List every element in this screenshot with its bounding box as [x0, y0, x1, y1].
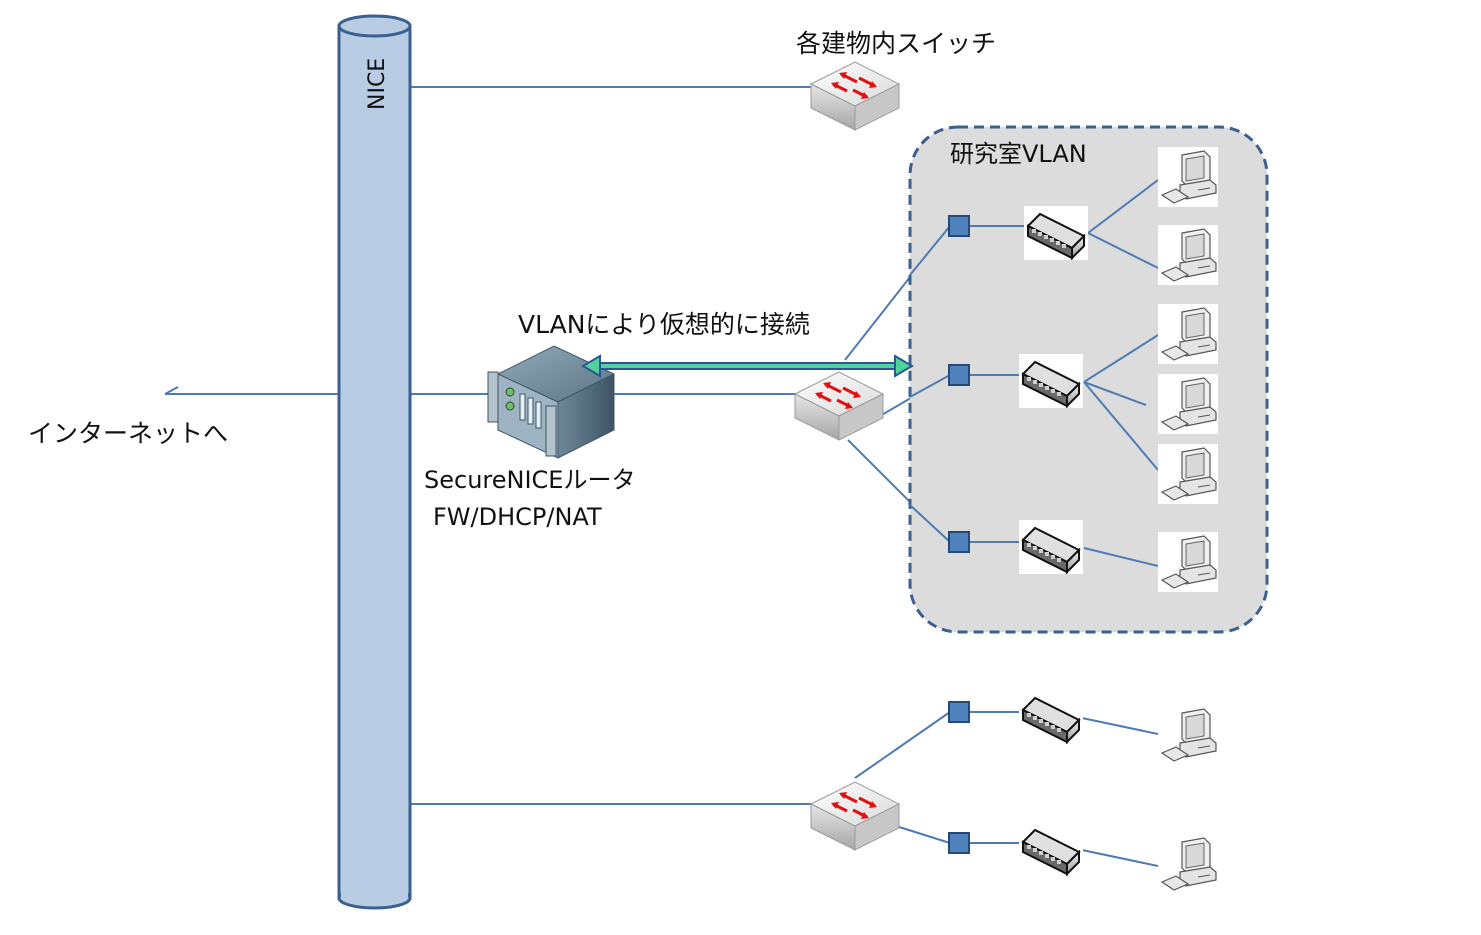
pc-icon[interactable]: [1157, 303, 1219, 365]
vlan-port-other-1[interactable]: [948, 701, 970, 723]
vlan-port-lab-3[interactable]: [948, 531, 970, 553]
pc-icon[interactable]: [1157, 443, 1219, 505]
securenice-router-icon[interactable]: [487, 345, 616, 459]
backbone-label: NICE: [365, 58, 390, 110]
vlan-port-lab-2[interactable]: [948, 364, 970, 386]
vlan-port-other-2[interactable]: [948, 832, 970, 854]
router-label-line2: FW/DHCP/NAT: [433, 503, 602, 531]
hub-icon[interactable]: [1018, 821, 1084, 877]
router-label-line1: SecureNICEルータ: [424, 466, 635, 494]
building-switch-label: 各建物内スイッチ: [796, 29, 996, 58]
lab-switch-icon[interactable]: [793, 370, 885, 442]
pc-icon[interactable]: [1157, 833, 1219, 895]
pc-icon[interactable]: [1157, 704, 1219, 766]
lower-switch-icon[interactable]: [809, 780, 901, 852]
pc-icon[interactable]: [1157, 531, 1219, 593]
nice-backbone: NICE: [337, 14, 412, 910]
vlan-link-label: VLANにより仮想的に接続: [518, 310, 810, 339]
internet-label: インターネットへ: [28, 419, 228, 448]
hub-icon[interactable]: [1018, 519, 1084, 575]
vlan-port-lab-1[interactable]: [948, 215, 970, 237]
lab-vlan-links: [909, 179, 1159, 567]
pc-icon[interactable]: [1157, 373, 1219, 435]
hub-icon[interactable]: [1018, 689, 1084, 745]
internet-arrowhead: [164, 386, 179, 395]
hub-icon[interactable]: [1018, 353, 1084, 409]
hub-icon[interactable]: [1023, 205, 1089, 261]
vlan-virtual-link-arrow: [581, 354, 914, 378]
pc-icon[interactable]: [1157, 146, 1219, 208]
lab-vlan-label: 研究室VLAN: [950, 140, 1087, 168]
pc-icon[interactable]: [1157, 224, 1219, 286]
building-switch-icon[interactable]: [809, 60, 901, 132]
